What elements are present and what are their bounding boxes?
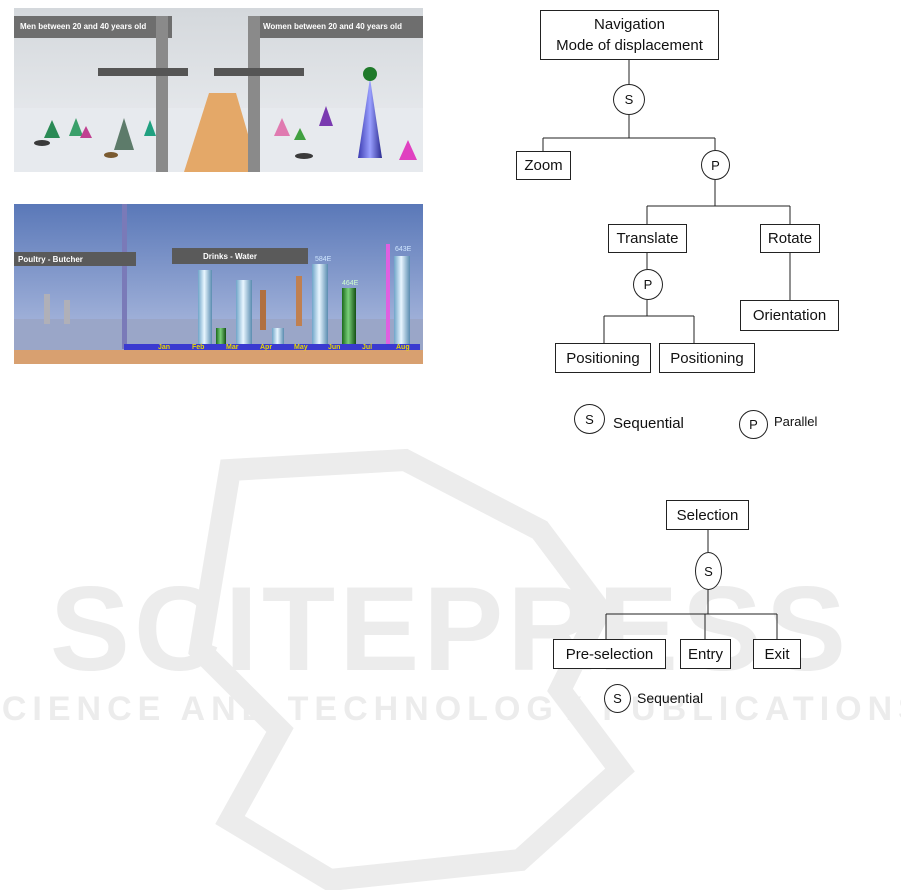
- month-label: Mar: [226, 344, 239, 351]
- zoom-label: Zoom: [524, 157, 563, 174]
- legend-parallel-symbol: P: [739, 410, 768, 439]
- entry-label: Entry: [687, 645, 723, 663]
- legend-sequential-symbol: S: [574, 404, 605, 434]
- watermark-book-shape: [188, 448, 635, 890]
- node-entry: Entry: [680, 639, 731, 669]
- legend-symbol: P: [749, 417, 758, 432]
- legend-sequential-label: Sequential: [613, 415, 684, 432]
- operator-symbol: S: [704, 563, 713, 579]
- legend-parallel-label: Parallel: [774, 414, 818, 429]
- month-label: Jan: [158, 344, 171, 351]
- legend-symbol: S: [613, 691, 622, 706]
- month-label: Jun: [328, 344, 341, 351]
- navigation-title: Navigation: [594, 16, 665, 33]
- operator-sequential-root: S: [613, 84, 645, 115]
- rotate-label: Rotate: [767, 230, 813, 247]
- translate-label: Translate: [616, 230, 679, 247]
- banner-women: Women between 20 and 40 years old: [263, 22, 403, 31]
- legend-sequential-symbol: S: [604, 684, 631, 713]
- orientation-label: Orientation: [752, 307, 827, 324]
- operator-parallel-2: P: [633, 269, 663, 300]
- month-label: May: [294, 344, 308, 351]
- exit-label: Exit: [764, 645, 790, 663]
- scene-screenshot-sales: Poultry - Butcher Drinks - Water 584E 46…: [14, 204, 423, 364]
- legend-sequential-label: Sequential: [637, 690, 704, 706]
- positioning-label: Positioning: [670, 349, 744, 367]
- node-exit: Exit: [753, 639, 801, 669]
- node-pre-selection: Pre-selection: [553, 639, 666, 669]
- positioning-label: Positioning: [566, 349, 640, 367]
- operator-symbol: P: [711, 157, 720, 173]
- banner-men: Men between 20 and 40 years old: [20, 22, 147, 31]
- scene-screenshot-demographics: Men between 20 and 40 years old Women be…: [14, 8, 423, 172]
- node-zoom: Zoom: [516, 151, 571, 180]
- navigation-subtitle: Mode of displacement: [556, 37, 703, 54]
- operator-symbol: S: [624, 92, 634, 107]
- node-positioning-1: Positioning: [555, 343, 651, 373]
- legend-symbol: S: [585, 411, 594, 427]
- selection-label: Selection: [676, 506, 739, 524]
- pre-selection-label: Pre-selection: [565, 645, 654, 663]
- node-positioning-2: Positioning: [659, 343, 755, 373]
- operator-sequential-selection: S: [695, 552, 722, 590]
- operator-parallel-1: P: [701, 150, 730, 180]
- month-label: Jul: [362, 344, 373, 351]
- value-label: 464E: [342, 280, 359, 287]
- month-label: Aug: [396, 344, 410, 351]
- operator-symbol: P: [643, 277, 653, 292]
- banner-poultry: Poultry - Butcher: [18, 255, 83, 264]
- node-selection-root: Selection: [666, 500, 749, 530]
- node-translate: Translate: [608, 224, 687, 253]
- node-orientation: Orientation: [740, 300, 839, 331]
- value-label: 643E: [395, 246, 412, 253]
- watermark-brand: SCITEPRESS: [50, 562, 850, 696]
- banner-drinks: Drinks - Water: [203, 252, 257, 261]
- month-label: Feb: [192, 344, 205, 351]
- watermark-tagline: SCIENCE AND TECHNOLOGY PUBLICATIONS: [0, 690, 901, 728]
- value-label: 584E: [315, 256, 332, 263]
- month-label: Apr: [260, 344, 273, 351]
- node-navigation-root: Navigation Mode of displacement: [540, 10, 719, 60]
- month-axis: Jan Feb Mar Apr May Jun Jul Aug: [154, 344, 423, 356]
- node-rotate: Rotate: [760, 224, 820, 253]
